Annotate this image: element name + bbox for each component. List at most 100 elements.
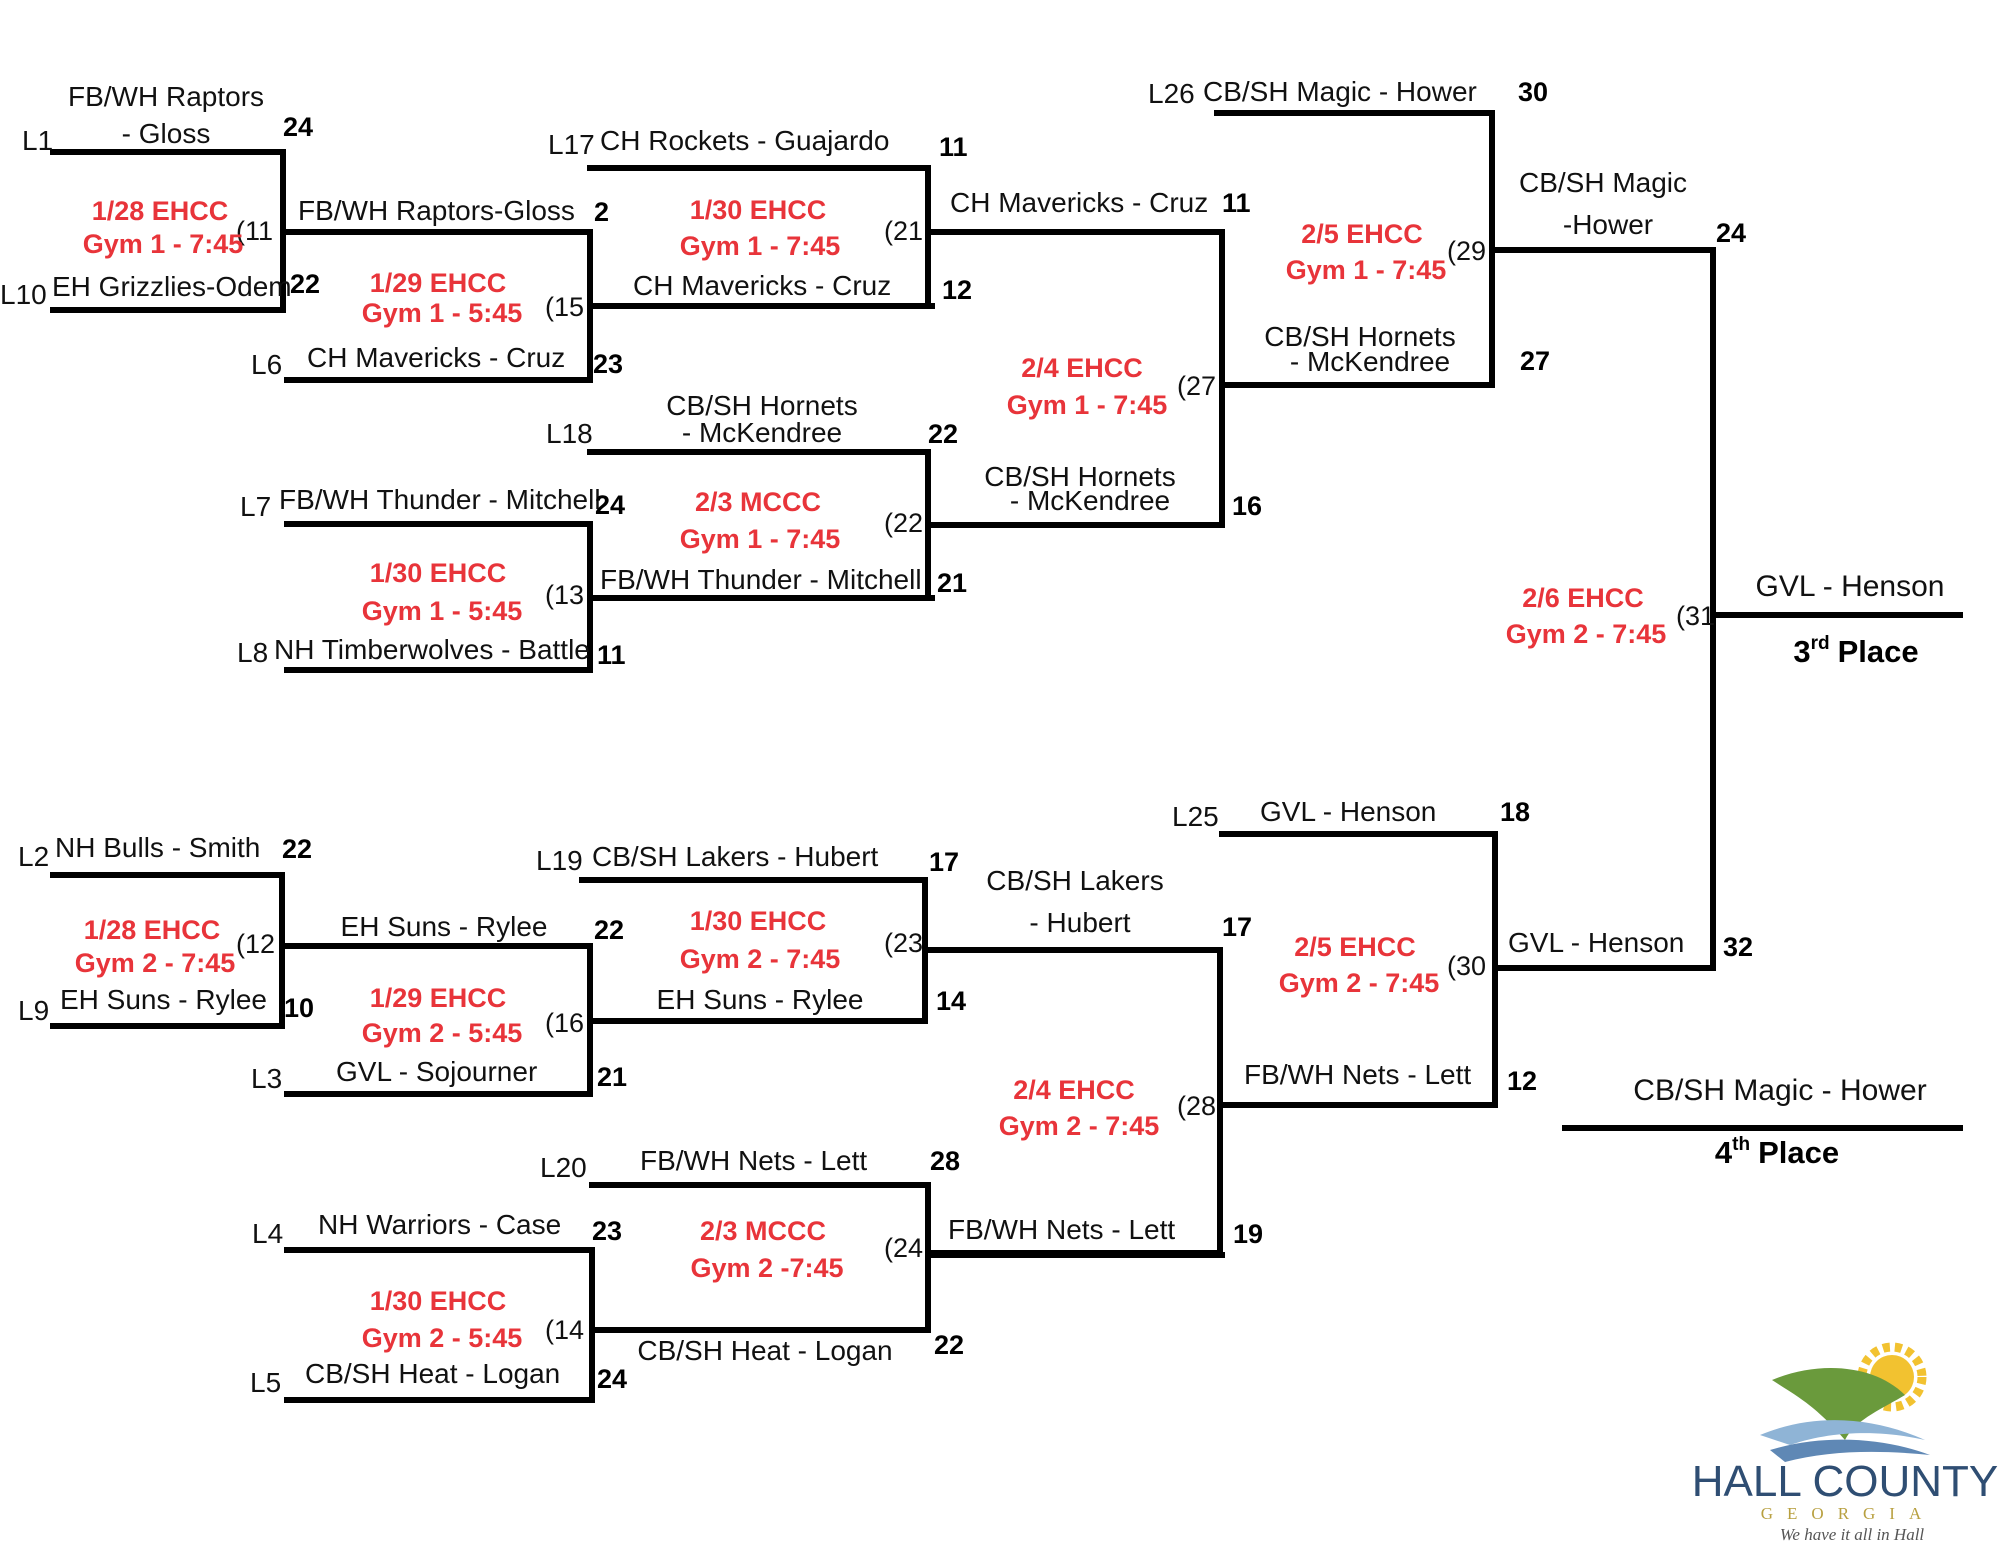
game-time: Gym 2 - 7:45 bbox=[75, 948, 236, 978]
logo-state: GEORGIA bbox=[1761, 1504, 1936, 1523]
bracket-line-g12 bbox=[50, 872, 593, 1029]
game-date: 1/30 EHCC bbox=[690, 906, 827, 936]
team-name: CB/SH Hornets bbox=[1264, 321, 1455, 352]
team-name: FB/WH Thunder - Mitchell bbox=[279, 484, 601, 515]
seed-label: L25 bbox=[1172, 801, 1219, 832]
game-number: (22 bbox=[884, 508, 923, 538]
team-score: 32 bbox=[1723, 932, 1753, 962]
seed-label: L5 bbox=[250, 1367, 281, 1398]
seed-label: L1 bbox=[22, 125, 53, 156]
bracket-line-g13 bbox=[284, 521, 935, 673]
game-date: 2/4 EHCC bbox=[1021, 353, 1143, 383]
game-date: 2/5 EHCC bbox=[1294, 932, 1416, 962]
team-score: 22 bbox=[290, 269, 320, 299]
game-time: Gym 1 - 7:45 bbox=[680, 231, 841, 261]
game-31: (31 2/6 EHCC Gym 2 - 7:45 GVL - Henson 3… bbox=[1506, 570, 1963, 669]
bracket-line-g14 bbox=[284, 1247, 931, 1403]
team-name: CH Rockets - Guajardo bbox=[600, 125, 889, 156]
team-name: EH Suns - Rylee bbox=[657, 984, 864, 1015]
game-date: 2/3 MCCC bbox=[700, 1216, 826, 1246]
team-score: 28 bbox=[930, 1146, 960, 1176]
team-name: CB/SH Magic - Hower bbox=[1203, 76, 1477, 107]
team-name: FB/WH Nets - Lett bbox=[640, 1145, 867, 1176]
team-name: GVL - Henson bbox=[1260, 796, 1436, 827]
game-time: Gym 1 - 5:45 bbox=[362, 596, 523, 626]
team-score: 23 bbox=[593, 349, 623, 379]
team-name: CB/SH Magic bbox=[1519, 167, 1687, 198]
game-date: 1/30 EHCC bbox=[370, 558, 507, 588]
team-score: 21 bbox=[597, 1062, 627, 1092]
game-12: L2 NH Bulls - Smith 22 L9 EH Suns - Ryle… bbox=[18, 832, 593, 1029]
team-score: 18 bbox=[1500, 797, 1530, 827]
team-score: 14 bbox=[936, 986, 966, 1016]
seed-label: L10 bbox=[0, 279, 47, 310]
game-time: Gym 1 - 5:45 bbox=[362, 298, 523, 328]
team-name: EH Suns - Rylee bbox=[60, 984, 267, 1015]
team-name: FB/WH Raptors bbox=[68, 81, 264, 112]
seed-label: L6 bbox=[251, 349, 282, 380]
game-number: (16 bbox=[545, 1008, 584, 1038]
third-place-team: GVL - Henson bbox=[1756, 570, 1945, 603]
team-name: CB/SH Lakers bbox=[986, 865, 1163, 896]
game-date: 2/6 EHCC bbox=[1522, 583, 1644, 613]
game-number: (12 bbox=[236, 929, 275, 959]
game-number: (15 bbox=[545, 292, 584, 322]
team-name: -Hower bbox=[1563, 209, 1653, 240]
game-number: (24 bbox=[884, 1233, 923, 1263]
logo-name: HALL COUNTY bbox=[1692, 1457, 1998, 1506]
game-time: Gym 2 - 5:45 bbox=[362, 1018, 523, 1048]
seed-label: L2 bbox=[18, 841, 49, 872]
team-score: 17 bbox=[929, 847, 959, 877]
team-score: 12 bbox=[942, 275, 972, 305]
team-score: 19 bbox=[1233, 1219, 1263, 1249]
bracket-line-g30 bbox=[1219, 831, 1716, 1108]
seed-label: L19 bbox=[536, 845, 583, 876]
game-number: (11 bbox=[236, 216, 273, 246]
seed-label: L7 bbox=[240, 491, 271, 522]
hall-county-logo: HALL COUNTY GEORGIA We have it all in Ha… bbox=[1692, 1342, 1998, 1544]
team-name: CB/SH Lakers - Hubert bbox=[592, 841, 879, 872]
team-name: CB/SH Heat - Logan bbox=[637, 1335, 892, 1366]
game-date: 2/3 MCCC bbox=[695, 487, 821, 517]
team-score: 11 bbox=[1222, 188, 1251, 218]
bracket-line-w29 bbox=[1489, 247, 1716, 971]
game-number: (13 bbox=[545, 580, 584, 610]
team-score: 24 bbox=[283, 112, 313, 142]
game-number: (21 bbox=[884, 216, 923, 246]
team-name: - McKendree bbox=[1010, 485, 1170, 516]
game-date: 2/4 EHCC bbox=[1013, 1075, 1135, 1105]
game-16: EH Suns - Rylee 22 L3 GVL - Sojourner 21… bbox=[251, 911, 928, 1097]
game-date: 1/29 EHCC bbox=[370, 268, 507, 298]
bracket-line-g11 bbox=[50, 149, 593, 313]
team-name: - Gloss bbox=[122, 118, 211, 149]
team-name: EH Grizzlies-Odem bbox=[52, 271, 292, 302]
seed-label: L26 bbox=[1148, 78, 1195, 109]
bracket-line-g16 bbox=[284, 943, 928, 1097]
game-number: (28 bbox=[1177, 1091, 1216, 1121]
game-date: 1/28 EHCC bbox=[92, 196, 229, 226]
seed-label: L18 bbox=[546, 418, 593, 449]
team-name: EH Suns - Rylee bbox=[341, 911, 548, 942]
team-name: - Hubert bbox=[1029, 907, 1130, 938]
game-time: Gym 2 - 7:45 bbox=[999, 1111, 1160, 1141]
game-time: Gym 2 - 5:45 bbox=[362, 1323, 523, 1353]
place-word: Place bbox=[1758, 1135, 1839, 1170]
team-name: FB/WH Nets - Lett bbox=[948, 1214, 1175, 1245]
team-score: 21 bbox=[937, 568, 967, 598]
logo-tagline: We have it all in Hall bbox=[1780, 1525, 1925, 1544]
team-name: GVL - Sojourner bbox=[336, 1056, 537, 1087]
game-13: L7 FB/WH Thunder - Mitchell 24 L8 NH Tim… bbox=[237, 484, 935, 673]
seed-label: L9 bbox=[18, 995, 49, 1026]
winner-29: CB/SH Magic -Hower 24 bbox=[1489, 167, 1746, 971]
team-score: 23 bbox=[592, 1216, 622, 1246]
team-name: CH Mavericks - Cruz bbox=[633, 270, 891, 301]
team-name: NH Timberwolves - Battle bbox=[274, 634, 590, 665]
river-wave-icon bbox=[1760, 1420, 1925, 1445]
team-score: 22 bbox=[928, 419, 958, 449]
team-score: 17 bbox=[1222, 912, 1252, 942]
team-score: 2 bbox=[594, 197, 609, 227]
game-number: (29 bbox=[1447, 236, 1486, 266]
game-time: Gym 1 - 7:45 bbox=[1286, 255, 1447, 285]
